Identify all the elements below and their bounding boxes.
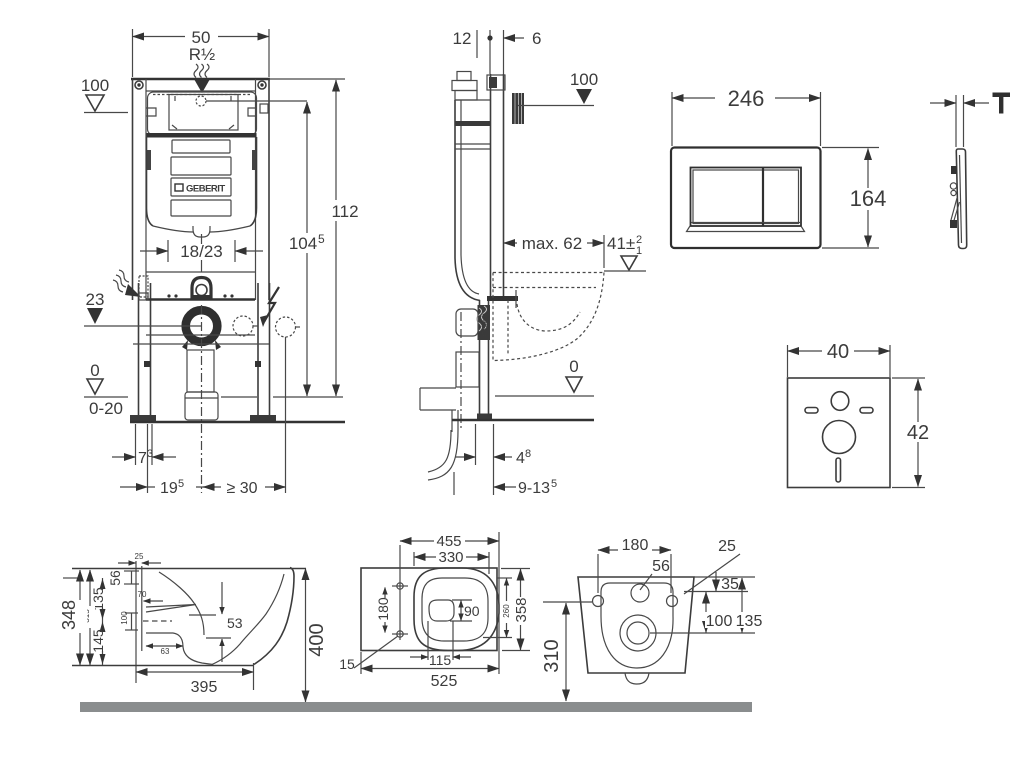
svg-text:348: 348: [59, 600, 79, 630]
svg-text:GEBERIT: GEBERIT: [186, 184, 225, 195]
svg-text:5: 5: [178, 478, 184, 490]
svg-text:R½: R½: [189, 45, 215, 64]
svg-text:5: 5: [318, 232, 325, 246]
svg-text:525: 525: [431, 673, 458, 690]
svg-text:310: 310: [541, 639, 563, 672]
svg-text:164: 164: [850, 186, 887, 211]
svg-text:90: 90: [464, 603, 480, 619]
svg-text:15: 15: [339, 656, 355, 672]
svg-text:3: 3: [147, 448, 153, 460]
svg-text:56: 56: [652, 558, 670, 575]
svg-text:100: 100: [120, 611, 129, 625]
svg-text:7: 7: [138, 450, 147, 467]
svg-text:70: 70: [138, 590, 147, 599]
svg-text:25: 25: [718, 538, 736, 555]
svg-text:135: 135: [736, 613, 763, 630]
svg-text:358: 358: [513, 597, 530, 622]
svg-text:260: 260: [502, 604, 511, 618]
svg-text:400: 400: [306, 623, 328, 656]
svg-text:42: 42: [907, 422, 929, 444]
svg-text:19: 19: [160, 480, 178, 497]
svg-text:115: 115: [429, 652, 452, 668]
svg-text:0: 0: [90, 361, 99, 380]
svg-text:23: 23: [86, 290, 105, 309]
svg-text:8: 8: [525, 448, 531, 460]
svg-text:100: 100: [81, 76, 109, 95]
svg-text:4: 4: [516, 450, 525, 467]
svg-text:395: 395: [191, 679, 218, 696]
svg-text:40: 40: [827, 341, 849, 363]
svg-text:455: 455: [436, 533, 461, 550]
svg-text:≥ 30: ≥ 30: [226, 480, 257, 497]
svg-text:100: 100: [706, 613, 733, 630]
svg-text:104: 104: [289, 234, 317, 253]
svg-text:5: 5: [551, 478, 557, 490]
svg-text:330: 330: [438, 549, 463, 566]
svg-text:2: 2: [636, 234, 642, 246]
svg-text:6: 6: [532, 29, 541, 48]
svg-text:18/23: 18/23: [180, 242, 223, 261]
svg-text:56: 56: [107, 570, 123, 586]
svg-text:100: 100: [570, 70, 598, 89]
svg-text:12: 12: [453, 29, 472, 48]
svg-text:135: 135: [90, 587, 106, 611]
svg-text:50: 50: [192, 28, 211, 47]
svg-text:53: 53: [227, 615, 243, 631]
svg-text:41±: 41±: [607, 234, 635, 253]
svg-text:Geberit: Geberit: [482, 313, 489, 336]
svg-text:1: 1: [636, 245, 642, 257]
svg-text:9-13: 9-13: [518, 480, 550, 497]
svg-text:35: 35: [721, 576, 739, 593]
svg-text:112: 112: [331, 202, 358, 221]
svg-text:180: 180: [622, 537, 649, 554]
svg-text:25: 25: [135, 552, 144, 561]
svg-text:0: 0: [569, 357, 578, 376]
svg-text:0-20: 0-20: [89, 399, 123, 418]
svg-text:180: 180: [375, 597, 391, 621]
svg-text:max. 62: max. 62: [522, 234, 582, 253]
svg-text:246: 246: [728, 86, 765, 111]
svg-text:145: 145: [90, 629, 106, 653]
svg-text:63: 63: [161, 647, 170, 656]
